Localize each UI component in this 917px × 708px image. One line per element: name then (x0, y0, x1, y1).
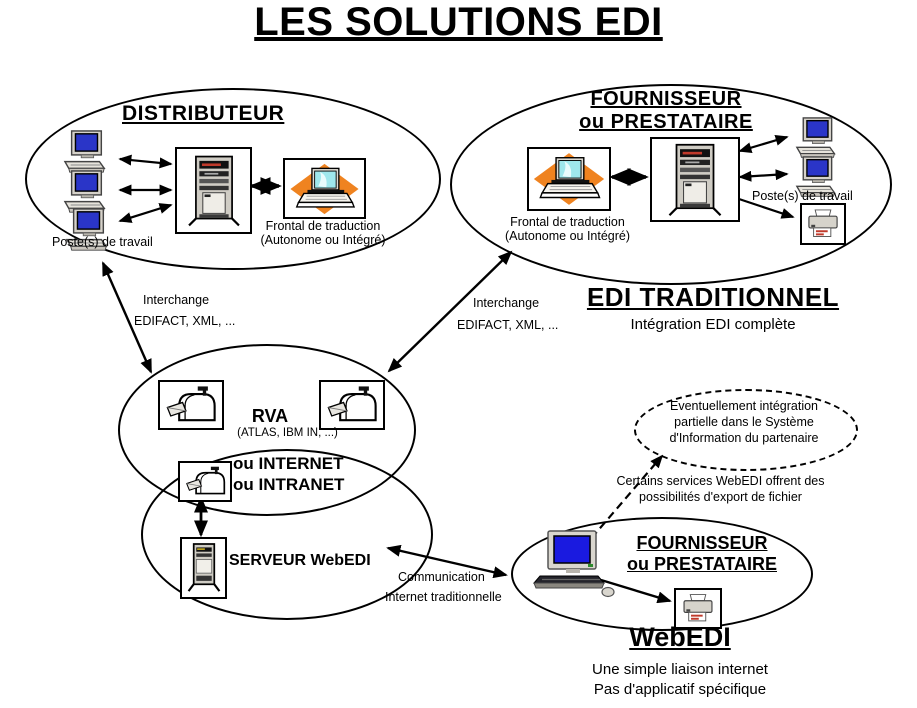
export-note: Certains services WebEDI offrent des pos… (588, 473, 853, 505)
server-rack-icon (183, 154, 245, 228)
internet-label-line2: ou INTRANET (233, 475, 345, 494)
fournisseur-bottom-title: FOURNISSEUR ou PRESTATAIRE (612, 533, 792, 575)
internet-label: ou INTERNET ou INTRANET (233, 453, 344, 495)
arrow-rva-fournisseur (387, 250, 513, 373)
server-rack-icon (660, 143, 730, 217)
internet-label-line1: ou INTERNET (233, 454, 344, 473)
webedi-server-box (180, 537, 227, 599)
workstations-label-left: Poste(s) de travail (52, 235, 153, 249)
communication-line1: Communication (398, 570, 485, 584)
export-note-line1: Certains services WebEDI offrent des (616, 474, 825, 488)
serveur-webedi-label: SERVEUR WebEDI (229, 552, 371, 569)
serveur-webedi-ellipse (141, 449, 433, 620)
mailbox-icon (325, 385, 379, 425)
printer-box-right (800, 203, 846, 245)
partial-integration-line3: d'Information du partenaire (669, 431, 819, 445)
mailbox-box-1 (158, 380, 224, 430)
frontal-label-right-line1: Frontal de traduction (510, 215, 625, 229)
interchange-left-line1: Interchange (143, 293, 210, 307)
webedi-title: WebEDI (629, 622, 731, 652)
fournisseur-top-ellipse (450, 84, 892, 285)
edi-traditionnel-title: EDI TRADITIONNEL (586, 282, 840, 312)
mailbox-icon (184, 466, 227, 497)
fournisseur-top-title: FOURNISSEUR ou PRESTATAIRE (552, 88, 780, 134)
partial-integration-dashed-ellipse (634, 389, 858, 471)
server-rack-box-left (175, 147, 252, 234)
distributeur-title: DISTRIBUTEUR (122, 102, 285, 125)
workstations-label-right: Poste(s) de travail (752, 189, 853, 203)
frontal-label-left-line1: Frontal de traduction (265, 219, 381, 233)
fournisseur-bottom-title-line2: ou PRESTATAIRE (627, 554, 777, 574)
partial-integration-note: Eventuellement intégration partielle dan… (644, 398, 844, 446)
interchange-right-line1: Interchange (473, 296, 540, 310)
webedi-subtitle-line2: Pas d'applicatif spécifique (593, 681, 767, 698)
printer-icon (679, 593, 717, 624)
translation-frontend-box-right (527, 147, 611, 211)
printer-icon (805, 208, 841, 240)
printer-box-bottom (674, 588, 722, 629)
translation-frontend-icon (532, 152, 606, 206)
interchange-right-line2: EDIFACT, XML, ... (457, 318, 559, 332)
webedi-server-icon (186, 542, 222, 594)
distributeur-ellipse (25, 88, 441, 270)
partial-integration-line1: Eventuellement intégration (669, 399, 818, 413)
translation-frontend-box-left (283, 158, 366, 219)
mailbox-box-2 (319, 380, 385, 430)
mailbox-box-3 (178, 461, 232, 502)
frontal-label-left: Frontal de traduction (Autonome ou Intég… (258, 219, 388, 247)
partial-integration-line2: partielle dans le Système (674, 415, 814, 429)
fournisseur-top-title-line2: ou PRESTATAIRE (579, 111, 753, 133)
communication-line2: Internet traditionnelle (385, 590, 502, 604)
interchange-left-line2: EDIFACT, XML, ... (134, 314, 236, 328)
frontal-label-right: Frontal de traduction (Autonome ou Intég… (500, 215, 635, 243)
fournisseur-top-title-line1: FOURNISSEUR (590, 88, 742, 110)
frontal-label-left-line2: (Autonome ou Intégré) (260, 233, 386, 247)
desktop-computer-icon (530, 530, 616, 602)
rva-subtitle: (ATLAS, IBM IN, ...) (237, 427, 338, 439)
page-title: LES SOLUTIONS EDI (254, 0, 663, 44)
export-note-line2: possibilités d'export de fichier (639, 490, 802, 504)
fournisseur-bottom-title-line1: FOURNISSEUR (636, 533, 768, 553)
server-rack-box-right (650, 137, 740, 222)
mailbox-icon (164, 385, 218, 425)
webedi-subtitle-line1: Une simple liaison internet (592, 661, 768, 678)
rva-title: RVA (251, 406, 289, 426)
workstation-icon (790, 117, 844, 161)
translation-frontend-icon (288, 163, 361, 215)
frontal-label-right-line2: (Autonome ou Intégré) (504, 229, 631, 243)
edi-traditionnel-subtitle: Intégration EDI complète (630, 316, 796, 333)
